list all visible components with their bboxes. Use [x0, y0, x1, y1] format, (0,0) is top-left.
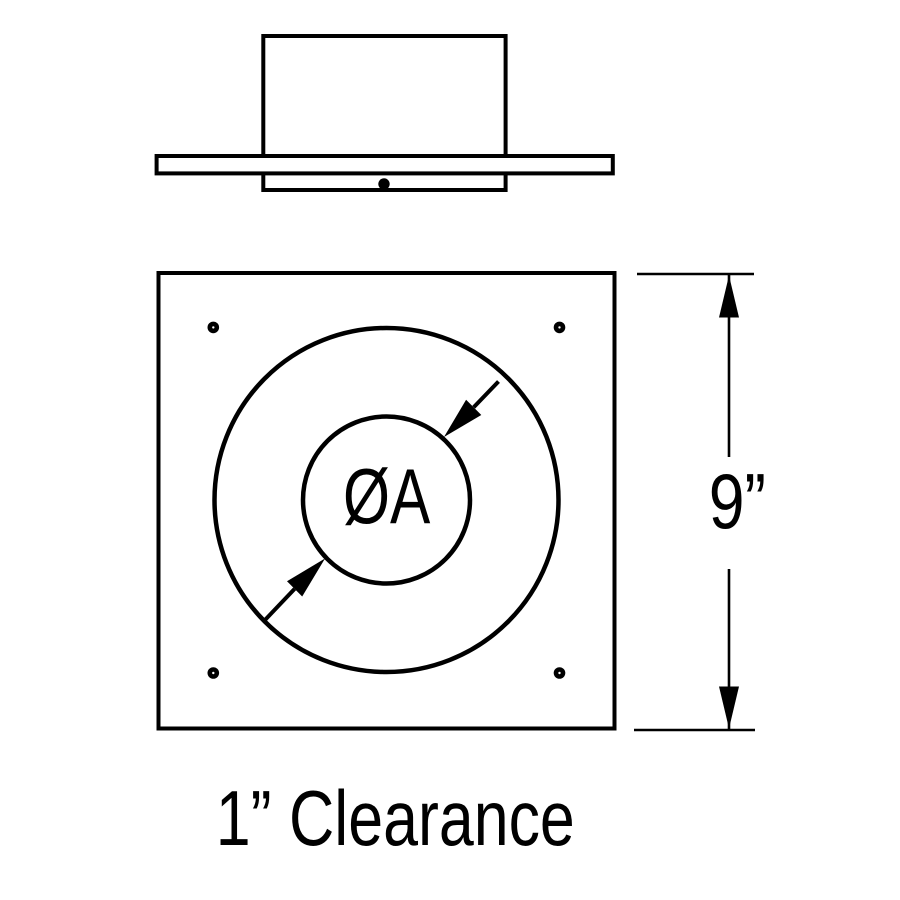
svg-text:1” Clearance: 1” Clearance [216, 774, 575, 862]
svg-text:9”: 9” [709, 457, 766, 545]
svg-text:ØA: ØA [343, 452, 430, 540]
